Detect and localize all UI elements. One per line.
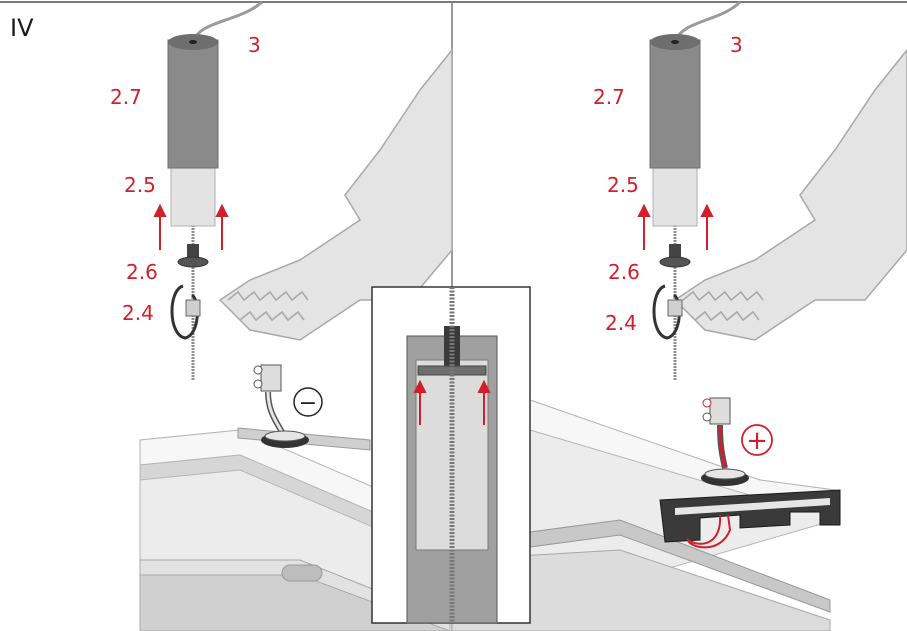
right-arrows — [637, 203, 714, 250]
step-numeral: IV — [10, 14, 34, 42]
right-washer — [659, 244, 691, 268]
left-polarity: − — [299, 391, 317, 416]
left-connector — [253, 364, 309, 448]
left-sleeve — [167, 34, 219, 227]
right-pliers — [673, 48, 907, 341]
right-label-sleeve-bottom: 2.5 — [607, 173, 639, 197]
right-label-cable: 3 — [730, 33, 743, 57]
left-label-washer: 2.6 — [126, 260, 158, 284]
inset-arrows — [413, 379, 491, 425]
right-panel: + 3 2.7 2.5 2.6 2.4 — [451, 0, 907, 631]
right-polarity: + — [746, 426, 768, 456]
right-carabiner — [652, 284, 683, 340]
right-sleeve — [649, 34, 701, 227]
left-arrows — [153, 203, 229, 250]
right-label-sleeve-top: 2.7 — [593, 85, 625, 109]
left-carabiner — [170, 284, 201, 340]
left-label-sleeve-bottom: 2.5 — [124, 173, 156, 197]
right-label-hook: 2.4 — [605, 311, 637, 335]
detail-inset — [371, 286, 531, 624]
right-plus-badge: + — [741, 424, 773, 456]
left-label-cable: 3 — [248, 33, 261, 57]
left-washer — [177, 244, 209, 268]
right-connector — [701, 397, 749, 486]
left-label-sleeve-top: 2.7 — [110, 85, 142, 109]
left-minus-badge: − — [293, 387, 323, 417]
right-label-washer: 2.6 — [608, 260, 640, 284]
right-rail-profile — [659, 489, 841, 549]
left-label-hook: 2.4 — [122, 301, 154, 325]
